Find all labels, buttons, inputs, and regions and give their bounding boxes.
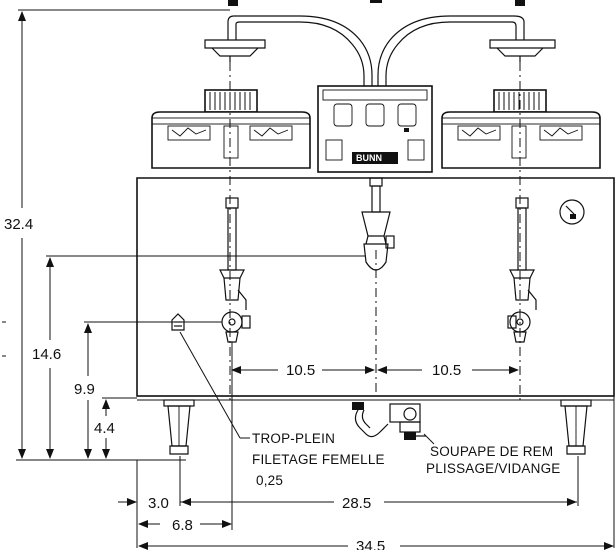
brand-label: BUNN: [356, 153, 382, 163]
center-hot-water-faucet: [361, 177, 395, 271]
dim-overall-width: 34.5: [356, 538, 385, 550]
left-sight-gauge: [219, 197, 251, 343]
right-sight-gauge: [507, 197, 537, 343]
dim-overflow-offset: 3.0: [148, 495, 169, 512]
centerlines: [229, 62, 521, 400]
dimension-labels: 32.4 14.6 9.9 4.4 10.5 10.5 3.0 6.8 28.5…: [4, 216, 461, 550]
dim-faucet-span: 28.5: [342, 495, 371, 512]
valve-callout-line1: SOUPAPE DE REM: [430, 444, 553, 459]
dim-leg-height: 4.4: [94, 420, 115, 437]
overflow-callout-line1: TROP-PLEIN: [252, 431, 335, 446]
gauge-icon: [559, 199, 585, 225]
right-brew-funnel: [441, 89, 601, 169]
dim-hot-water-faucet-height: 14.6: [32, 346, 61, 363]
dim-brew-faucet-height: 9.9: [74, 381, 95, 398]
drain-valve: [352, 402, 435, 445]
spray-head-assembly: [204, 0, 556, 88]
dimension-lines: [2, 9, 615, 550]
center-brewer-head: BUNN: [317, 85, 433, 173]
callout-labels: TROP-PLEIN FILETAGE FEMELLE 0,25 SOUPAPE…: [252, 431, 561, 488]
overflow-callout-line2: FILETAGE FEMELLE: [252, 452, 385, 467]
left-leg: [163, 399, 195, 455]
dim-left-faucet-offset: 6.8: [172, 517, 193, 534]
left-brew-funnel: [151, 89, 311, 169]
right-leg: [560, 399, 592, 455]
valve-callout-line2: PLISSAGE/VIDANGE: [426, 461, 561, 476]
dim-overall-height: 32.4: [4, 216, 33, 233]
overflow-callout-line3: 0,25: [256, 473, 283, 488]
dim-faucet-spacing-right: 10.5: [432, 362, 461, 379]
dim-faucet-spacing-left: 10.5: [286, 362, 315, 379]
